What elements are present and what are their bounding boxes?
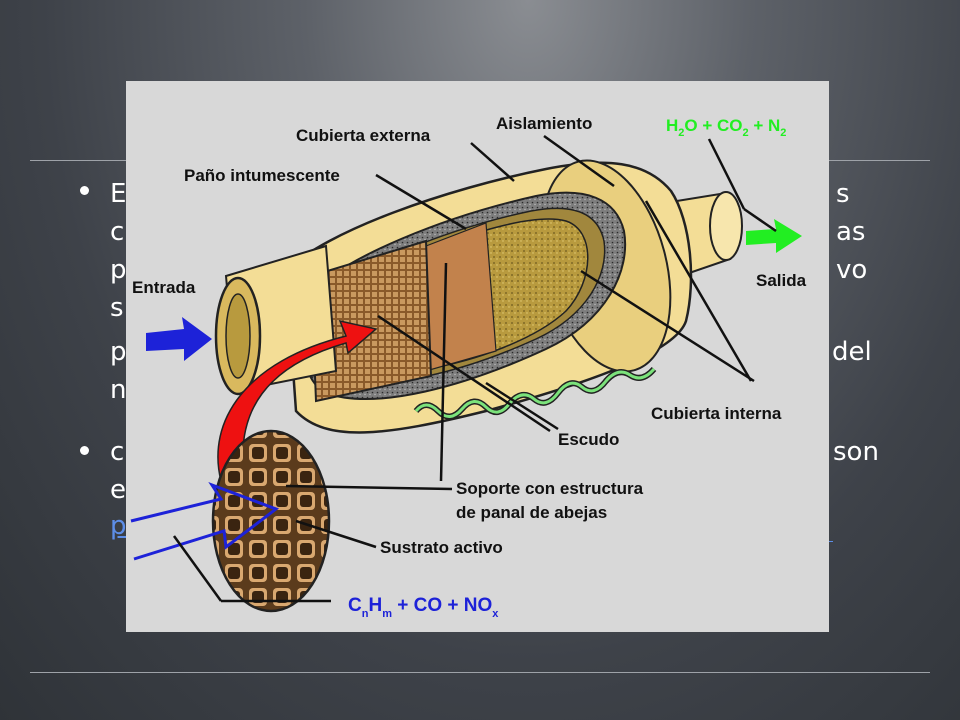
bullet1-right-fragment-2: as	[836, 217, 866, 247]
label-escudo: Escudo	[558, 430, 619, 449]
output-formula: H2O + CO2 + N2	[666, 116, 786, 139]
bullet2-right-fragment-1: son	[833, 437, 879, 467]
bullet2-fragment-1: c	[110, 437, 125, 467]
bullet1-right-fragment-3: vo	[836, 255, 868, 285]
shield-wave	[413, 366, 657, 420]
bullet1-fragment-6: n	[110, 375, 127, 405]
bullet-dot-1	[80, 186, 89, 195]
label-salida: Salida	[756, 271, 807, 290]
label-pano-intumescente: Paño intumescente	[184, 166, 340, 185]
bullet2-link-fragment[interactable]: p	[110, 511, 127, 541]
input-formula: CnHm + CO + NOx	[348, 595, 499, 620]
bullet1-fragment-5: p	[110, 337, 127, 367]
bullet1-fragment-3: p	[110, 255, 127, 285]
catalytic-converter-diagram: Cubierta externa Aislamiento Paño intume…	[126, 81, 829, 632]
label-entrada: Entrada	[132, 278, 196, 297]
bottom-divider	[30, 672, 930, 673]
bullet1-fragment-2: c	[110, 217, 125, 247]
label-cubierta-externa: Cubierta externa	[296, 126, 431, 145]
bullet1-fragment-1: E	[110, 179, 127, 209]
salida-arrow-green	[746, 219, 802, 253]
label-cubierta-interna: Cubierta interna	[651, 404, 782, 423]
link-underline-right	[829, 541, 833, 542]
diagram-svg: Cubierta externa Aislamiento Paño intume…	[130, 114, 807, 620]
bullet1-right-fragment-1: s	[836, 179, 850, 209]
input-zigzag-arrow	[130, 482, 280, 561]
substrate-magnified	[211, 429, 331, 613]
label-sustrato-activo: Sustrato activo	[380, 538, 503, 557]
bullet1-right-fragment-4: del	[832, 337, 872, 367]
bullet-dot-2	[80, 446, 89, 455]
label-soporte-line1: Soporte con estructura	[456, 479, 644, 498]
label-aislamiento: Aislamiento	[496, 114, 592, 133]
bullet2-fragment-2: e	[110, 475, 126, 505]
label-soporte-line2: de panal de abejas	[456, 503, 607, 522]
bullet1-fragment-4: s	[110, 293, 124, 323]
leader-lines	[172, 134, 777, 603]
entrada-arrow-blue	[146, 317, 212, 361]
